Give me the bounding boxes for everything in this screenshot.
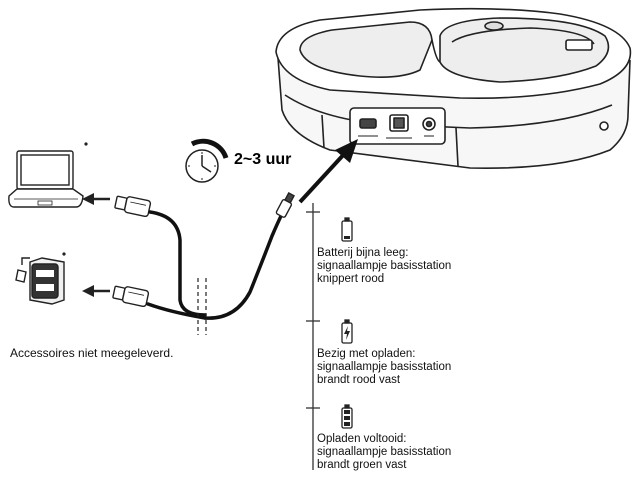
status-step-complete: Opladen voltooid: signaallampje basissta… <box>317 433 451 472</box>
step-line: knippert rood <box>317 273 385 285</box>
clock-icon <box>185 138 229 183</box>
wall-adapter-icon <box>15 252 66 305</box>
battery-full-icon <box>341 404 353 429</box>
laptop-icon <box>8 142 88 208</box>
status-step-charging: Bezig met opladen: signaallampje basisst… <box>317 348 451 387</box>
step-line: signaallampje basisstation <box>317 260 452 272</box>
charging-duration: 2~3 uur <box>234 151 292 168</box>
usb-cable <box>146 210 284 320</box>
cable-break-marker <box>197 278 207 335</box>
step-line: Batterij bijna leeg: <box>317 247 409 259</box>
charging-base-station <box>275 7 632 169</box>
step-line: brandt groen vast <box>317 459 407 471</box>
source-arrows <box>82 193 110 297</box>
accessories-note: Accessoires niet meegeleverd. <box>10 346 174 360</box>
connect-arrow <box>298 139 358 204</box>
usb-plug-icon <box>112 195 152 308</box>
cable-connector <box>275 191 295 218</box>
battery-charging-icon <box>341 319 353 344</box>
step-line: Bezig met opladen: <box>317 348 416 360</box>
step-line: brandt rood vast <box>317 374 401 386</box>
battery-low-icon <box>341 217 353 242</box>
status-step-low: Batterij bijna leeg: signaallampje basis… <box>317 247 451 286</box>
step-line: signaallampje basisstation <box>317 446 452 458</box>
status-timeline <box>306 203 320 470</box>
step-line: Opladen voltooid: <box>317 433 407 445</box>
step-line: signaallampje basisstation <box>317 361 452 373</box>
